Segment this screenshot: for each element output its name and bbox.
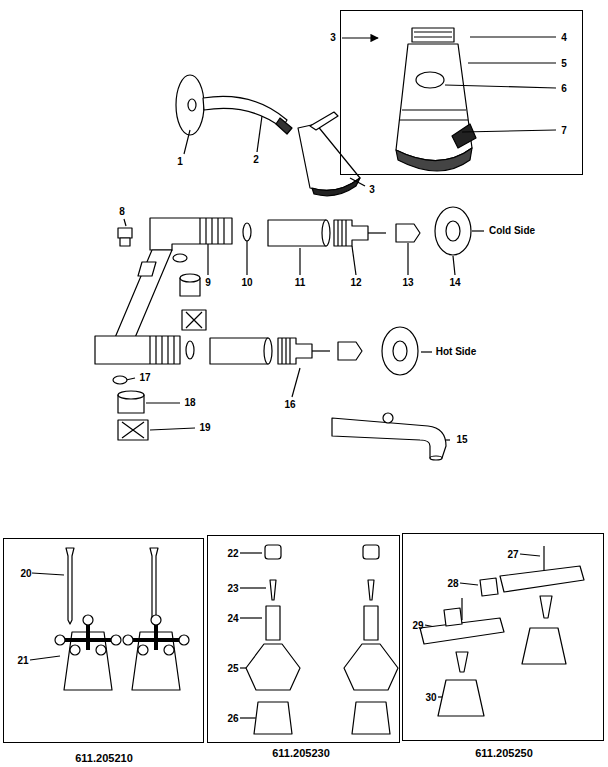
callout-number: 25 <box>227 664 238 674</box>
callout-number: 18 <box>184 398 195 408</box>
callout-number: 24 <box>227 614 238 624</box>
callout-number: 13 <box>402 278 413 288</box>
callout-number: 28 <box>447 579 458 589</box>
callout-number: 22 <box>227 549 238 559</box>
callout-number: 17 <box>139 373 150 383</box>
callout-number: 27 <box>507 550 518 560</box>
callout-number: 3 <box>369 185 375 195</box>
model-number: 611.205230 <box>272 748 330 759</box>
callout-number: 26 <box>227 714 238 724</box>
model-number: 611.205210 <box>75 753 133 764</box>
callout-number: 14 <box>449 278 460 288</box>
callout-number: 16 <box>284 400 295 410</box>
model-panel: 27282930611.205250 <box>402 533 604 741</box>
callout-number: 7 <box>561 126 567 136</box>
callout-number: 21 <box>17 656 28 666</box>
callout-number: 5 <box>561 59 567 69</box>
inset-panel: 4 5 6 7 <box>340 10 583 175</box>
callout-number: 15 <box>456 435 467 445</box>
callout-number: 2 <box>253 155 259 165</box>
callout-number: 29 <box>412 621 423 631</box>
callout-number: 3 <box>330 33 336 43</box>
model-number: 611.205250 <box>475 748 533 759</box>
model-panel: 2021611.205210 <box>3 538 204 743</box>
callout-number: 30 <box>425 693 436 703</box>
callout-number: 23 <box>227 584 238 594</box>
callout-number: 12 <box>350 278 361 288</box>
callout-number: 4 <box>561 33 567 43</box>
callout-number: 6 <box>561 84 567 94</box>
callout-number: 20 <box>20 569 31 579</box>
callout-number: 8 <box>119 207 125 217</box>
callout-number: 11 <box>295 278 306 288</box>
callout-number: 19 <box>199 423 210 433</box>
side-label: Hot Side <box>436 347 477 357</box>
model-panel: 2223242526611.205230 <box>207 535 400 743</box>
side-label: Cold Side <box>489 226 535 236</box>
callout-number: 10 <box>241 278 252 288</box>
callout-number: 1 <box>177 157 183 167</box>
callout-number: 9 <box>205 278 211 288</box>
